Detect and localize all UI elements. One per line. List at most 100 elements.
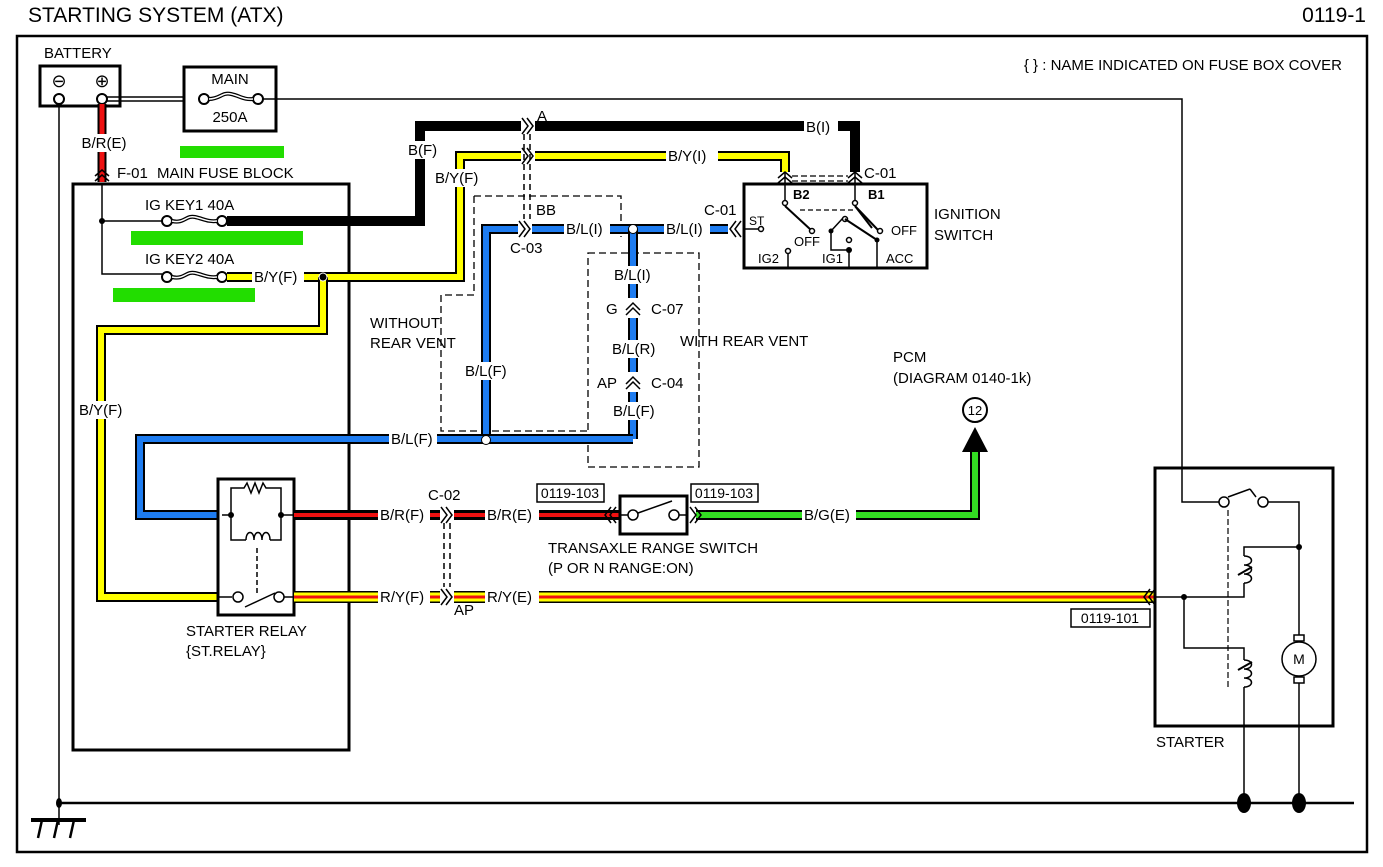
- wire-label-b-l-f-vent: B/L(F): [613, 403, 655, 420]
- page-code: 0119-1: [1302, 4, 1366, 27]
- connector-starter-icon: [1143, 588, 1156, 606]
- wire-label-r-y-e: R/Y(E): [487, 589, 532, 606]
- wire-label-b-l-f-relay: B/L(F): [391, 431, 433, 448]
- without-rear-vent-label: REAR VENT: [370, 335, 456, 352]
- main-fuse-block: [71, 182, 351, 752]
- battery-positive-icon: ⊕: [94, 71, 109, 91]
- motor-icon: [1281, 641, 1317, 677]
- ig-key2-fuse: IG KEY2 40A: [145, 251, 234, 283]
- wire-label-b-f: B(F): [408, 142, 437, 159]
- connector-c01-icon: [777, 171, 793, 184]
- main-fuse-rating: 250A: [212, 109, 247, 126]
- wire-label-b-r-f: B/R(F): [380, 507, 424, 524]
- battery-positive-terminal: [96, 93, 108, 105]
- connector-trs-in-icon: [604, 506, 617, 524]
- reference-trs-out: 0119-103: [695, 485, 753, 501]
- ignition-switch-label: SWITCH: [934, 227, 993, 244]
- wire-label-b-l-i: B/L(I): [666, 221, 703, 238]
- starter-relay-fusebox-name: {ST.RELAY}: [186, 643, 266, 660]
- connector-c07-icon: [625, 301, 641, 316]
- highlight-marker: [180, 146, 284, 158]
- battery-label: BATTERY: [44, 45, 112, 62]
- ignition-switch-label: IGNITION: [934, 206, 1001, 223]
- connector-a-label: A: [537, 108, 547, 125]
- ig-key1-label: IG KEY1 40A: [145, 197, 234, 214]
- wire-label-b-l-i-vent: B/L(I): [614, 267, 651, 284]
- ig-key2-label: IG KEY2 40A: [145, 251, 234, 268]
- ground-icon: [31, 818, 86, 839]
- main-fuse-label: MAIN: [211, 71, 249, 88]
- reference-trs-in: 0119-103: [541, 485, 599, 501]
- connector-f01-icon: [94, 169, 110, 182]
- reference-box: [1070, 608, 1151, 628]
- wire-label-b-l-f-without: B/L(F): [465, 363, 507, 380]
- ig-key1-fuse: IG KEY1 40A: [145, 197, 234, 227]
- terminal-ig1: IG1: [822, 251, 843, 266]
- terminal-ig2: IG2: [758, 251, 779, 266]
- connector-c07-label: C-07: [651, 301, 684, 318]
- terminal-off-b2: OFF: [794, 234, 820, 249]
- main-fuse-block-connector: F-01: [117, 165, 148, 182]
- motor-label: M: [1293, 651, 1305, 667]
- connector-c02-label: C-02: [428, 487, 461, 504]
- connector-c01-icon: [847, 171, 863, 184]
- wire-label-b-r-e-battery: B/R(E): [82, 135, 127, 152]
- pcm-diagram-ref: (DIAGRAM 0140-1k): [893, 370, 1031, 387]
- connector-a-icon: [521, 147, 534, 165]
- highlight-marker: [131, 231, 303, 245]
- starter: M: [1143, 466, 1335, 803]
- wire-label-b-y-f-relay: B/Y(F): [79, 402, 122, 419]
- connector-c02-icon: [440, 588, 453, 606]
- transaxle-range-switch: [618, 494, 689, 536]
- connector-c03-icon: [518, 220, 531, 238]
- connector-c01-st-label: C-01: [704, 202, 737, 219]
- main-fuse: MAIN 250A: [182, 65, 278, 133]
- diagram-title: STARTING SYSTEM (ATX): [28, 4, 284, 27]
- connector-ap-c02-label: AP: [454, 602, 474, 619]
- terminal-st: ST: [749, 214, 765, 228]
- wire-label-b-r-e: B/R(E): [487, 507, 532, 524]
- battery-negative-icon: ⊖: [51, 71, 66, 91]
- battery-negative-terminal: [53, 93, 65, 105]
- reference-box: [690, 483, 759, 503]
- starter-label: STARTER: [1156, 734, 1225, 751]
- with-rear-vent-label: WITH REAR VENT: [680, 333, 808, 350]
- connector-c01-icon: [729, 220, 742, 238]
- connector-c04-icon: [625, 375, 641, 390]
- terminal-off-b1: OFF: [891, 223, 917, 238]
- connector-c04-label: C-04: [651, 375, 684, 392]
- connector-ap-c04-label: AP: [597, 375, 617, 392]
- pcm-terminal-number: 12: [968, 403, 982, 418]
- wire-label-b-l-r: B/L(R): [612, 341, 655, 358]
- connector-c03-label: C-03: [510, 240, 543, 257]
- reference-starter: 0119-101: [1081, 610, 1139, 626]
- without-rear-vent-label: WITHOUT: [370, 315, 440, 332]
- highlight-marker: [113, 288, 255, 302]
- starter-relay: [216, 477, 296, 617]
- battery: BATTERY ⊖ ⊕: [38, 45, 122, 108]
- diagram-frame: [15, 34, 1369, 854]
- connector-c01-top-label: C-01: [864, 165, 897, 182]
- legend-note: { } : NAME INDICATED ON FUSE BOX COVER: [1024, 57, 1342, 74]
- wire-label-b-i: B(I): [806, 119, 830, 136]
- wire-label-b-y-f: B/Y(F): [435, 170, 478, 187]
- connector-c02-icon: [440, 506, 453, 524]
- wire-label-b-g-e: B/G(E): [804, 507, 850, 524]
- with-rear-vent-box: [587, 252, 700, 468]
- trs-label: TRANSAXLE RANGE SWITCH: [548, 540, 758, 557]
- starter-relay-label: STARTER RELAY: [186, 623, 307, 640]
- terminal-b2: B2: [793, 187, 810, 202]
- connector-trs-out-icon: [689, 506, 702, 524]
- pcm-label: PCM: [893, 349, 926, 366]
- wire-label-b-y-f-fuse: B/Y(F): [254, 269, 297, 286]
- wire-label-b-y-i: B/Y(I): [668, 148, 706, 165]
- reference-box: [536, 483, 605, 503]
- terminal-acc: ACC: [886, 251, 913, 266]
- pcm-arrow-icon: [962, 427, 988, 452]
- connector-a-icon: [521, 117, 534, 135]
- ignition-switch: C-01 B2 B1 ST OFF OFF IG2 IG1 ACC: [742, 165, 929, 270]
- main-fuse-block-label: MAIN FUSE BLOCK: [157, 165, 294, 182]
- wire-label-b-l-i: B/L(I): [566, 221, 603, 238]
- terminal-b1: B1: [868, 187, 885, 202]
- trs-label: (P OR N RANGE:ON): [548, 560, 694, 577]
